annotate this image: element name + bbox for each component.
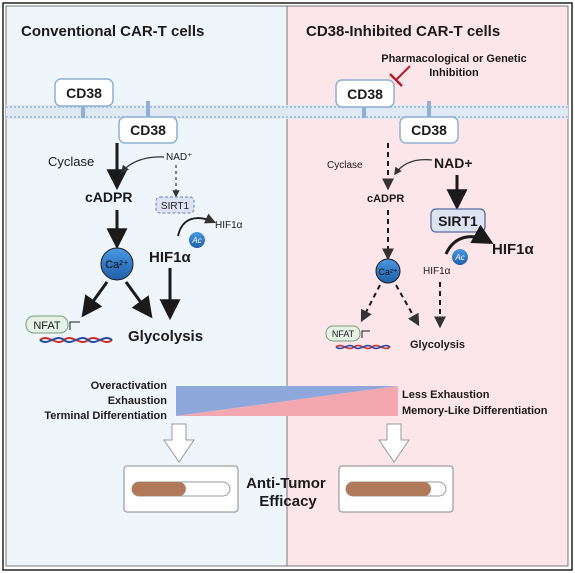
- left-glycolysis-label: Glycolysis: [128, 328, 203, 345]
- left-arrow-sirt1-to-hif1a: [177, 213, 216, 237]
- left-cyclase-label: Cyclase: [48, 154, 94, 169]
- left-hif1a-small-label: HIF1α: [215, 220, 243, 231]
- right-efficacy-bar-fill: [346, 482, 431, 496]
- left-nfat-label: NFAT: [33, 320, 61, 332]
- left-ac-label: Ac: [191, 236, 201, 245]
- right-nfat-label: NFAT: [332, 329, 355, 339]
- pink-wedge: [176, 386, 398, 416]
- left-outcome-2: Terminal Differentiation: [44, 410, 167, 422]
- right-nfat-group: NFAT: [325, 325, 391, 350]
- left-outcome-0: Overactivation: [91, 380, 168, 392]
- left-down-arrow: [163, 423, 195, 463]
- right-sirt1-label: SIRT1: [438, 213, 478, 229]
- left-outcomes: Overactivation Exhaustion Terminal Diffe…: [44, 380, 167, 422]
- left-efficacy-bar-fill: [132, 482, 186, 496]
- right-calcium-circle: [375, 258, 401, 284]
- right-arrow-ca-to-glycolysis: [395, 284, 420, 327]
- right-calcium-label: Ca²⁺: [378, 267, 398, 277]
- right-cd38-top: CD38: [335, 79, 395, 118]
- right-cadpr-label: cADPR: [367, 193, 404, 205]
- right-down-arrow: [378, 423, 410, 463]
- right-efficacy-panel: [338, 465, 454, 513]
- right-arrow-nad-to-cyclase: [394, 158, 433, 176]
- left-cd38-top-label: CD38: [66, 85, 102, 101]
- right-sirt1-box: SIRT1: [430, 208, 486, 233]
- right-arrow-sirt1-to-hif1a: [444, 224, 494, 255]
- left-cadpr-label: cADPR: [85, 189, 132, 205]
- inhibition-line-0: Pharmacological or Genetic: [381, 53, 527, 65]
- right-cd38-bottom: CD38: [399, 101, 459, 144]
- right-cd38-top-label: CD38: [347, 86, 383, 102]
- left-ac-circle: [189, 232, 205, 248]
- left-outcome-1: Exhaustion: [108, 395, 168, 407]
- right-outcome-0: Less Exhaustion: [402, 389, 490, 401]
- right-inhibition-bar: [389, 73, 403, 87]
- left-nfat-group: NFAT: [25, 315, 113, 343]
- left-arrow-nad-to-cyclase: [121, 156, 165, 174]
- comparison-wedges: [176, 386, 398, 416]
- right-ac-circle: [452, 249, 468, 265]
- right-inhibition-arrow: [395, 65, 411, 81]
- left-efficacy-panel: [123, 465, 239, 513]
- right-ac-label: Ac: [454, 253, 464, 262]
- left-arrow-ca-to-nfat: [81, 281, 109, 318]
- right-cd38-bottom-label: CD38: [411, 122, 447, 138]
- left-sirt1-label: SIRT1: [161, 201, 190, 212]
- right-panel-title: CD38-Inhibited CAR-T cells: [306, 23, 500, 40]
- left-cd38-bottom-label: CD38: [130, 122, 166, 138]
- right-outcome-1: Memory-Like Differentiation: [402, 405, 548, 417]
- left-sirt1-box: SIRT1: [155, 196, 195, 214]
- left-nad-label: NAD⁺: [166, 152, 192, 163]
- right-nad-label: NAD+: [434, 155, 473, 171]
- inhibition-line-1: Inhibition: [429, 67, 479, 79]
- right-glycolysis-label: Glycolysis: [410, 339, 465, 351]
- cell-membrane: [6, 105, 568, 119]
- left-calcium-label: Ca²⁺: [105, 259, 129, 271]
- right-hif1a-small-label: HIF1α: [423, 266, 451, 277]
- left-arrow-ca-to-glycolysis: [124, 281, 153, 319]
- efficacy-label: Anti-Tumor Efficacy: [246, 475, 330, 510]
- right-cyclase-label: Cyclase: [327, 160, 363, 171]
- left-cd38-top: CD38: [54, 78, 114, 118]
- left-calcium-circle: [100, 247, 134, 281]
- right-outcomes: Less Exhaustion Memory-Like Differentiat…: [402, 389, 548, 417]
- left-panel-title: Conventional CAR-T cells: [21, 23, 204, 40]
- right-hif1a-big-label: HIF1α: [492, 241, 535, 258]
- right-arrow-ca-to-nfat: [360, 284, 381, 323]
- left-hif1a-label: HIF1α: [149, 249, 192, 266]
- left-cd38-bottom: CD38: [118, 101, 178, 144]
